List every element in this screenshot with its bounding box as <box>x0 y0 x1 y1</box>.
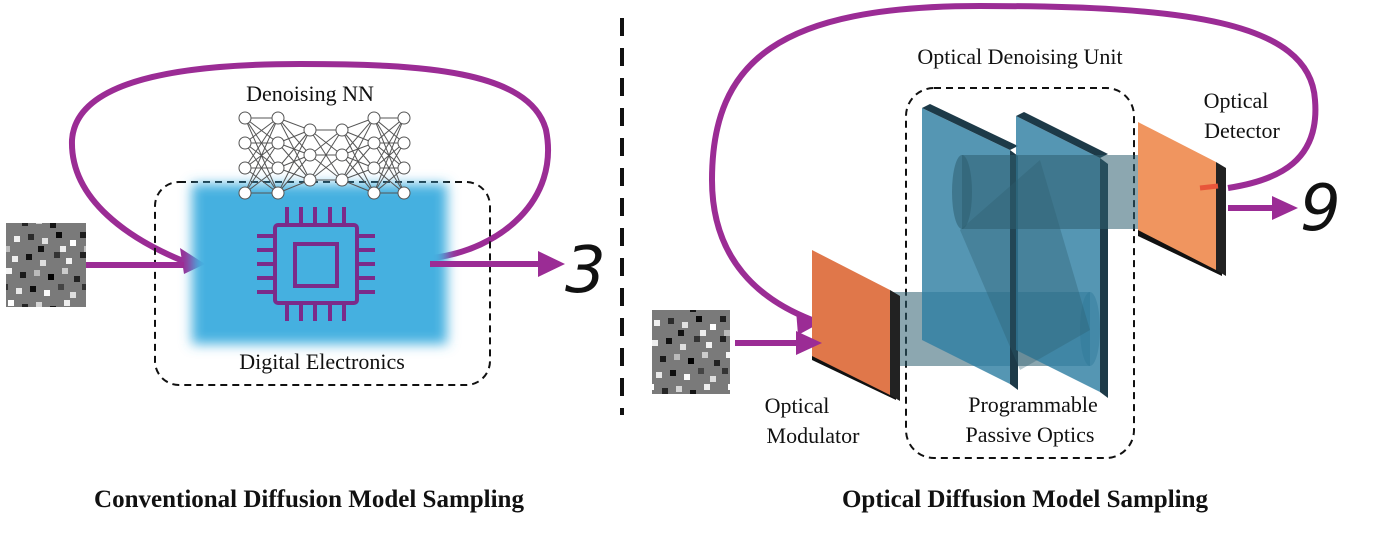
noise-image-input-right <box>652 310 730 394</box>
nn-node <box>238 186 252 200</box>
modulator-label-line1: Optical <box>765 393 830 418</box>
nn-edge <box>309 154 343 181</box>
nn-edge <box>244 117 279 169</box>
nn-edge <box>373 167 405 194</box>
nn-node <box>397 186 411 200</box>
nn-node <box>271 186 285 200</box>
nn-edge <box>341 142 375 181</box>
chip-icon <box>257 207 375 321</box>
nn-node <box>303 173 317 187</box>
nn-node <box>271 136 285 150</box>
right-loop-arrowhead <box>796 310 822 335</box>
nn-node <box>335 123 349 137</box>
detector-label-line2: Detector <box>1204 118 1280 143</box>
output-digit-left: 3 <box>565 234 606 308</box>
left-panel: Denoising NN Digital Electronics 3 Conve… <box>6 60 606 513</box>
nn-edge <box>341 117 375 156</box>
chip-background <box>192 184 447 344</box>
left-caption: Conventional Diffusion Model Sampling <box>94 486 524 513</box>
nn-node <box>397 111 411 125</box>
digital-electronics-label: Digital Electronics <box>239 349 405 374</box>
left-feedback-loop <box>68 60 551 266</box>
nn-edge <box>244 117 279 144</box>
nn-edge <box>277 129 311 169</box>
right-caption: Optical Diffusion Model Sampling <box>842 486 1209 513</box>
nn-node <box>335 173 349 187</box>
nn-edge <box>373 142 405 194</box>
nn-edge <box>277 154 311 194</box>
output-arrowhead <box>538 251 565 277</box>
nn-node <box>238 161 252 175</box>
nn-node <box>303 148 317 162</box>
detector-label-line1: Optical <box>1204 88 1269 113</box>
nn-node <box>303 123 317 137</box>
nn-edge <box>373 117 405 169</box>
nn-edge <box>341 117 375 181</box>
nn-edge <box>309 129 343 181</box>
nn-node <box>397 161 411 175</box>
nn-node <box>238 136 252 150</box>
optical-detector <box>1138 122 1226 276</box>
nn-node <box>271 161 285 175</box>
nn-node <box>367 136 381 150</box>
nn-node <box>397 136 411 150</box>
optical-modulator <box>812 250 900 401</box>
nn-edge <box>244 142 279 194</box>
optical-denoising-unit-box <box>905 87 1135 459</box>
nn-node <box>367 161 381 175</box>
noise-image-input <box>6 223 86 307</box>
input-arrowhead-right <box>796 331 822 355</box>
nn-edge <box>277 129 311 194</box>
optics-label-line2: Passive Optics <box>966 422 1095 447</box>
output-arrowhead-right <box>1272 196 1298 220</box>
optical-denoising-unit-label: Optical Denoising Unit <box>917 44 1122 69</box>
nn-edge <box>309 129 343 156</box>
digital-electronics-box <box>154 181 491 386</box>
denoising-nn-label: Denoising NN <box>246 81 374 106</box>
nn-edge <box>373 117 405 194</box>
nn-node <box>335 148 349 162</box>
nn-node <box>271 111 285 125</box>
modulator-label-line2: Modulator <box>767 423 861 448</box>
right-feedback-loop <box>708 2 1319 323</box>
neural-network-icon <box>238 111 411 200</box>
nn-edge <box>244 117 279 194</box>
optics-label-line1: Programmable <box>968 392 1098 417</box>
nn-edge <box>373 117 405 144</box>
output-digit-right: 9 <box>1300 172 1341 246</box>
nn-edge <box>244 167 279 194</box>
nn-node <box>367 186 381 200</box>
right-panel: 9 Optical Denoising Unit Optical Detecto… <box>652 2 1341 513</box>
nn-node <box>367 111 381 125</box>
nn-node <box>238 111 252 125</box>
